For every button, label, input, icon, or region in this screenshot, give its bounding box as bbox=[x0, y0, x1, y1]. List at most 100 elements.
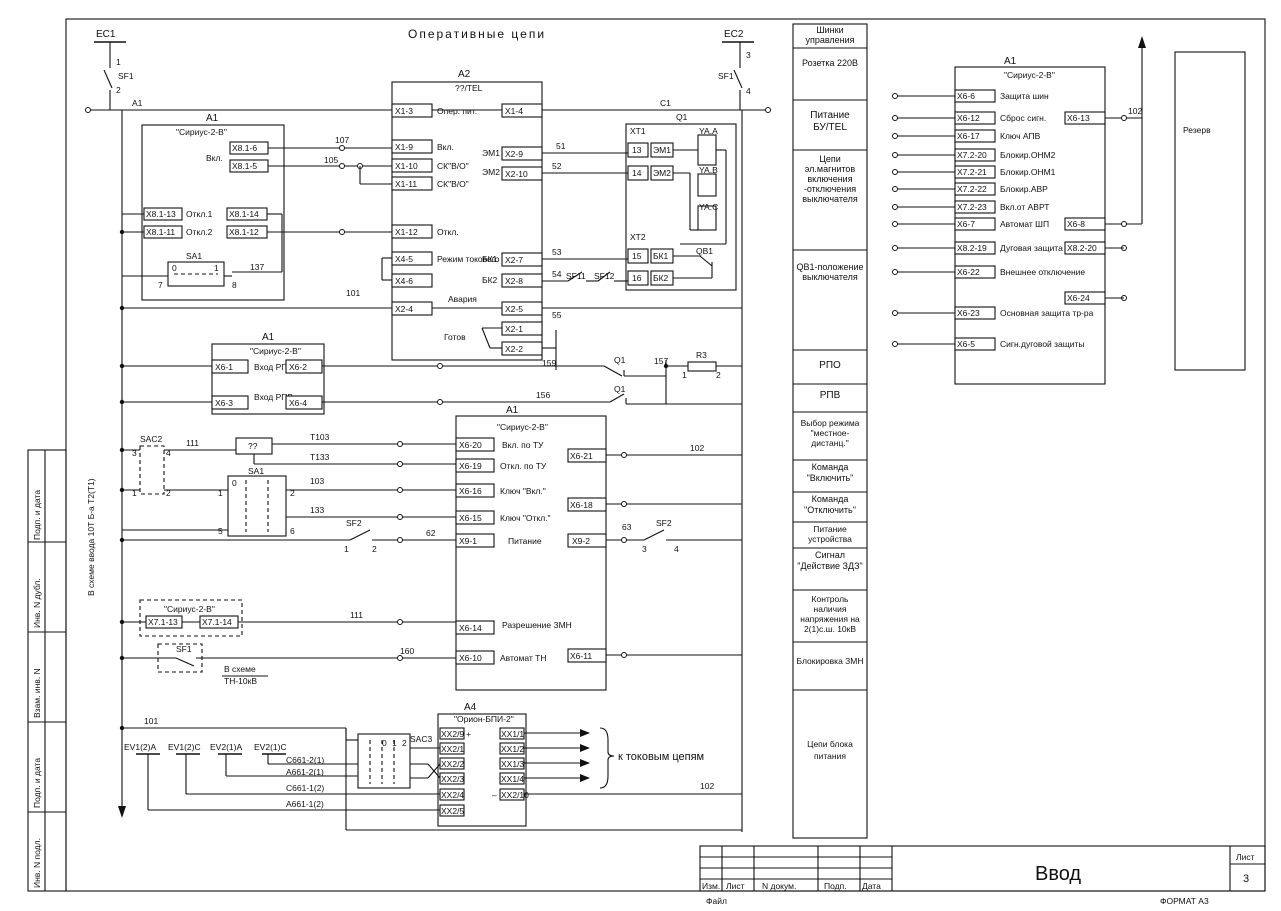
a2-term-x2-9: X2-9 bbox=[505, 149, 523, 159]
legend-item-7: РПВ bbox=[819, 390, 841, 401]
a2-label-sk2: СК"В/О" bbox=[437, 179, 469, 189]
wire-160: 160 bbox=[400, 646, 414, 656]
scheme-note: В схеме ввода 10Т Б-а Т2(Т1) bbox=[86, 478, 96, 596]
a4-left-term-1: XX2/9 bbox=[441, 729, 464, 739]
a4-ref: A4 bbox=[464, 702, 477, 713]
ev-wire-4: A661-1(2) bbox=[286, 799, 324, 809]
sa1-top bbox=[167, 261, 225, 287]
a1-right-term: X7.2-22 bbox=[957, 184, 987, 194]
wire-157: 157 bbox=[654, 356, 668, 366]
reserve-label: Резерв bbox=[1183, 125, 1211, 135]
sa1-top-n8: 8 bbox=[232, 280, 237, 290]
a1-right-term-box bbox=[954, 200, 996, 214]
q1-bk2: БК2 bbox=[653, 273, 669, 283]
a2-term-x1-12: X1-12 bbox=[395, 227, 418, 237]
legend-item-12: Сигнал "Действие ЗДЗ" bbox=[797, 550, 863, 571]
wire-52: 52 bbox=[552, 161, 562, 171]
wire-159: 159 bbox=[542, 358, 556, 368]
sf1-left-n1: 1 bbox=[116, 57, 121, 67]
a2-term-x2-2: X2-2 bbox=[505, 344, 523, 354]
legend-item-9: Команда "Включить" bbox=[806, 462, 854, 483]
a1-right-terminal-ring bbox=[892, 93, 898, 99]
a1-right-label: Блокир.ОНМ2 bbox=[1000, 150, 1056, 160]
a1-mid-block bbox=[211, 343, 325, 415]
legend-item-3: Питание БУ/TEL bbox=[810, 110, 850, 133]
wire-53: 53 bbox=[552, 247, 562, 257]
a1-right-term: X6-17 bbox=[957, 131, 980, 141]
wire-102b: 102 bbox=[700, 781, 714, 791]
r3-n2: 2 bbox=[716, 370, 721, 380]
a4-right-term-2: XX1/2 bbox=[501, 744, 524, 754]
wire-54: 54 bbox=[552, 269, 562, 279]
wire-62: 62 bbox=[426, 528, 436, 538]
q1-contact-2: Q1 bbox=[614, 384, 626, 394]
a2-term-x2-4: X2-4 bbox=[395, 304, 413, 314]
sa1-mid-n1: 1 bbox=[218, 488, 223, 498]
a4-right-term-4: XX1/4 bbox=[501, 774, 524, 784]
a1-left-term-4: X8.1-14 bbox=[229, 209, 259, 219]
a2-term-x2-1: X2-1 bbox=[505, 324, 523, 334]
ev-label-1: EV1(2)A bbox=[124, 742, 156, 752]
a1-mid-ref: A1 bbox=[262, 332, 275, 343]
legend-item-15: Цепи блока питания bbox=[807, 739, 853, 761]
sheet-label: Лист bbox=[1236, 852, 1255, 862]
a4-right-term-5: XX2/10 bbox=[501, 790, 529, 800]
sa1-mid-n6: 6 bbox=[290, 526, 295, 536]
sf2b-n4: 4 bbox=[674, 544, 679, 554]
sf2a-n2: 2 bbox=[372, 544, 377, 554]
wire-103: 103 bbox=[310, 476, 324, 486]
a2-label-bk1: БК1 bbox=[482, 254, 498, 264]
a2-term-x4-5: X4-5 bbox=[395, 254, 413, 264]
legend-item-14: Блокировка ЗМН bbox=[796, 656, 864, 666]
a1-right-rterm: X6-8 bbox=[1067, 219, 1085, 229]
ev-wire-1: C661-2(1) bbox=[286, 755, 324, 765]
a1-right-term-box bbox=[954, 165, 996, 179]
a1-right-term-box bbox=[954, 111, 996, 125]
a1-left-ref: A1 bbox=[206, 113, 219, 124]
sa1-top-ref: SA1 bbox=[186, 251, 202, 261]
sf1-right-label: SF1 bbox=[718, 71, 734, 81]
wire-105: 105 bbox=[324, 155, 338, 165]
sac2-n1: 1 bbox=[132, 488, 137, 498]
side-strip-text-2: Инв. N дубл. bbox=[32, 578, 42, 628]
a1-right-terminal-ring bbox=[892, 133, 898, 139]
ev-wire-2: A661-2(1) bbox=[286, 767, 324, 777]
a1-main-term-x6-16: X6-16 bbox=[459, 486, 482, 496]
a1-right-term-box bbox=[954, 217, 996, 231]
a1-right-label: Ключ АПВ bbox=[1000, 131, 1041, 141]
q1-p16: 16 bbox=[632, 273, 642, 283]
sf1-tn-text1: В схеме bbox=[224, 664, 256, 674]
wire-107: 107 bbox=[335, 135, 349, 145]
a1-mid-model: "Сириус-2-В" bbox=[250, 346, 301, 356]
bus-ec2-label: EC2 bbox=[724, 29, 744, 40]
legend-column bbox=[792, 23, 868, 839]
sf1-left-label: SF1 bbox=[118, 71, 134, 81]
reserve-box bbox=[1174, 51, 1246, 371]
a1-right-term-box bbox=[954, 337, 996, 351]
a1-main-label-vkl-tu: Вкл. по ТУ bbox=[502, 440, 544, 450]
a1-mid-term-x6-4: X6-4 bbox=[289, 398, 307, 408]
a1-mid-term-x6-1: X6-1 bbox=[215, 362, 233, 372]
a1-right-label: Дуговая защита bbox=[1000, 243, 1063, 253]
a1-mid-label-rpv: Вход РПВ bbox=[254, 392, 293, 402]
a1-right-term: X6-23 bbox=[957, 308, 980, 318]
a1-main-label-avtomat-tn: Автомат ТН bbox=[500, 653, 547, 663]
a4-right-term-1: XX1/1 bbox=[501, 729, 524, 739]
a1-left-term-5: X8.1-11 bbox=[146, 227, 175, 237]
sirius-dashed-model: "Сириус-2-В" bbox=[164, 604, 215, 614]
a1-right-term: X6-12 bbox=[957, 113, 980, 123]
wire-102: 102 bbox=[690, 443, 704, 453]
side-strip-text-1: Подп. и дата bbox=[32, 490, 42, 540]
a1-mid-label-rpo: Вход РПО bbox=[254, 362, 294, 372]
sac2-switch bbox=[139, 445, 165, 495]
sac2-ref: SAC2 bbox=[140, 434, 162, 444]
sheet-number: 3 bbox=[1243, 873, 1249, 885]
a2-block bbox=[391, 81, 543, 361]
q1-block-ref: Q1 bbox=[676, 112, 688, 122]
wire-101b: 101 bbox=[144, 716, 158, 726]
a2-term-x1-10: X1-10 bbox=[395, 161, 418, 171]
ev-label-4: EV2(1)C bbox=[254, 742, 287, 752]
a1-right-rterm-box bbox=[1064, 217, 1106, 231]
q1-yaa: YA.A bbox=[699, 126, 718, 136]
ev-label-2: EV1(2)C bbox=[168, 742, 201, 752]
